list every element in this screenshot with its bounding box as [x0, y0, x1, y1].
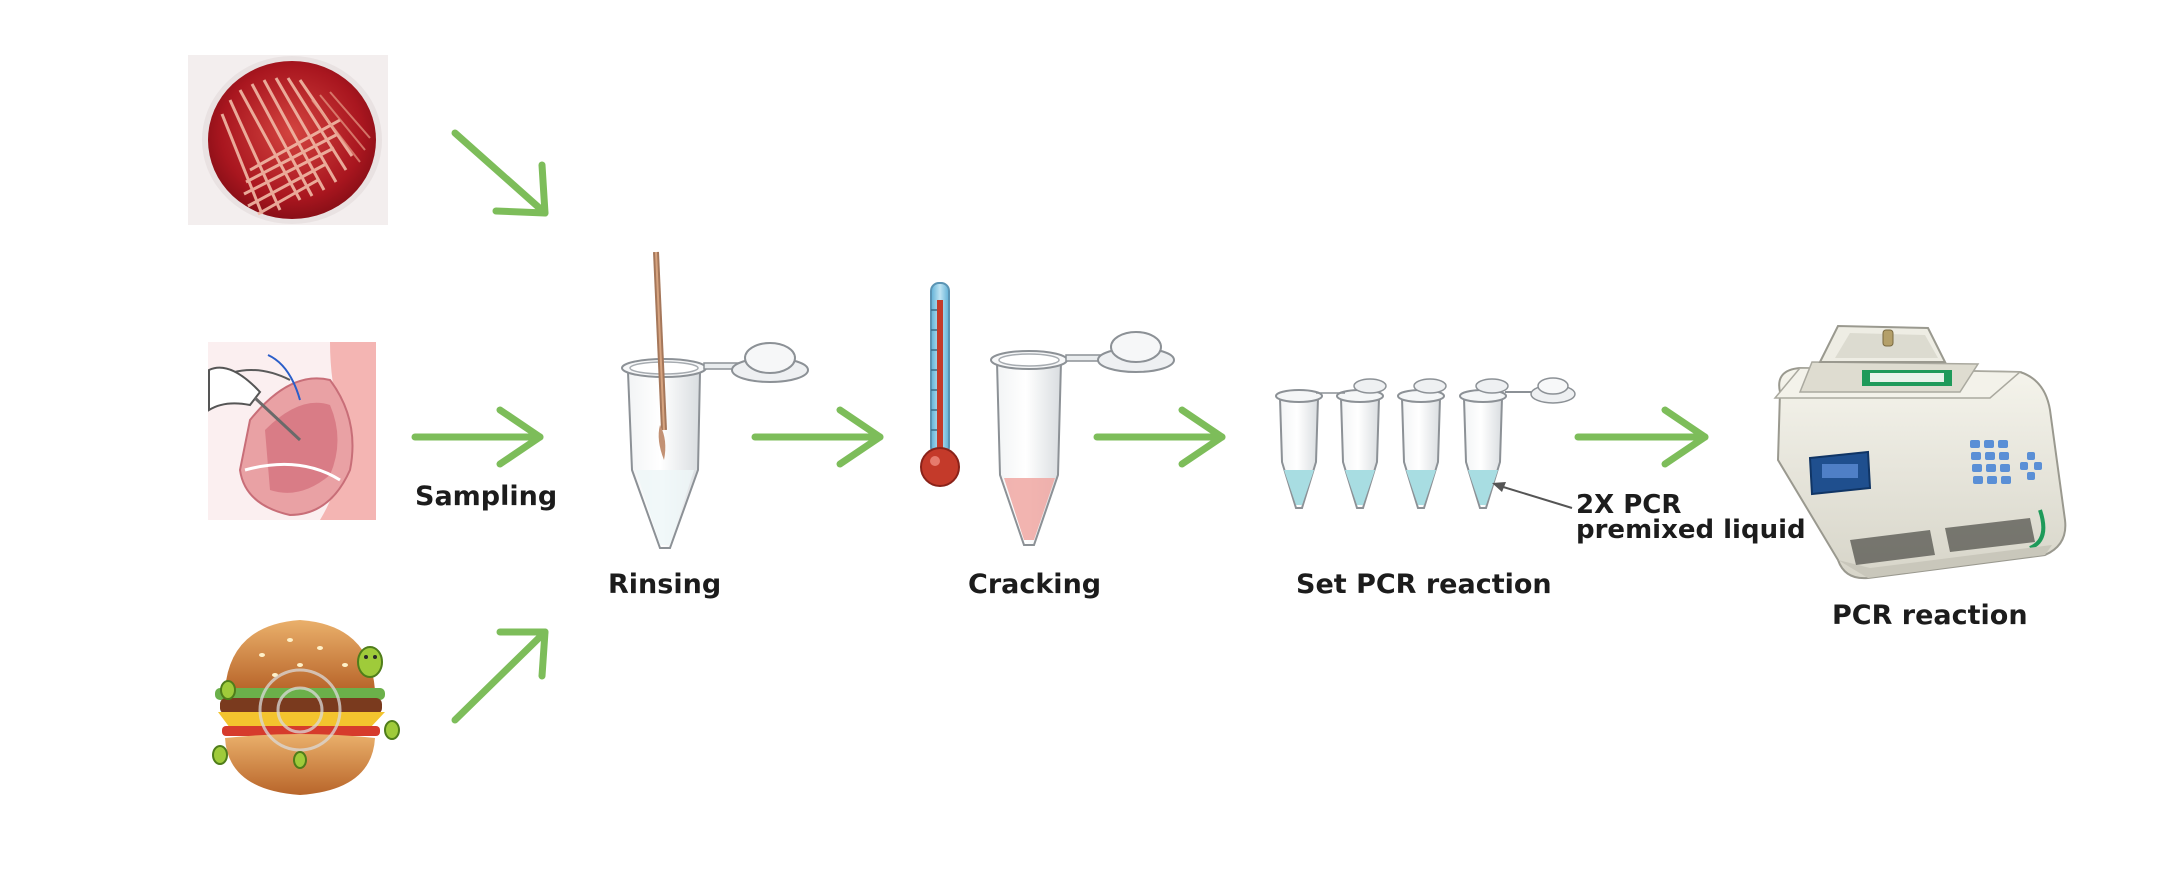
sampling-label: Sampling [415, 481, 558, 512]
oral-swab-icon [208, 342, 376, 520]
thermometer-icon [920, 282, 960, 487]
pcr-tube-strip-icon [1275, 377, 1576, 509]
arrow-rinse-to-crack [751, 406, 884, 468]
cracking-tube-icon [990, 331, 1175, 546]
premix-annotation: 2X PCR premixed liquid [1576, 490, 1806, 545]
pcr-reaction-label: PCR reaction [1832, 600, 2028, 631]
pcr-tube [1459, 389, 1507, 509]
arrow-set-to-pcr [1574, 406, 1709, 468]
pcr-machine-icon [1773, 324, 2067, 580]
cracking-label: Cracking [968, 569, 1102, 600]
rinsing-label: Rinsing [608, 569, 722, 600]
food-sample-icon [212, 620, 400, 795]
set-pcr-reaction-label: Set PCR reaction [1296, 569, 1552, 600]
arrow-food-to-rinse [451, 628, 549, 724]
annotation-pointer [1492, 482, 1573, 509]
agar-plate-icon [188, 55, 388, 225]
pcr-tube [1275, 389, 1323, 509]
arrow-agar-to-rinse [451, 129, 549, 217]
arrow-swab-to-rinse [411, 406, 544, 468]
premix-annotation-line1: 2X PCR [1576, 490, 1682, 520]
rinsing-tube-icon [621, 251, 809, 549]
pcr-tube [1336, 389, 1384, 509]
premix-annotation-line2: premixed liquid [1576, 514, 1806, 545]
pcr-tube [1397, 389, 1445, 509]
arrow-crack-to-set [1093, 406, 1226, 468]
